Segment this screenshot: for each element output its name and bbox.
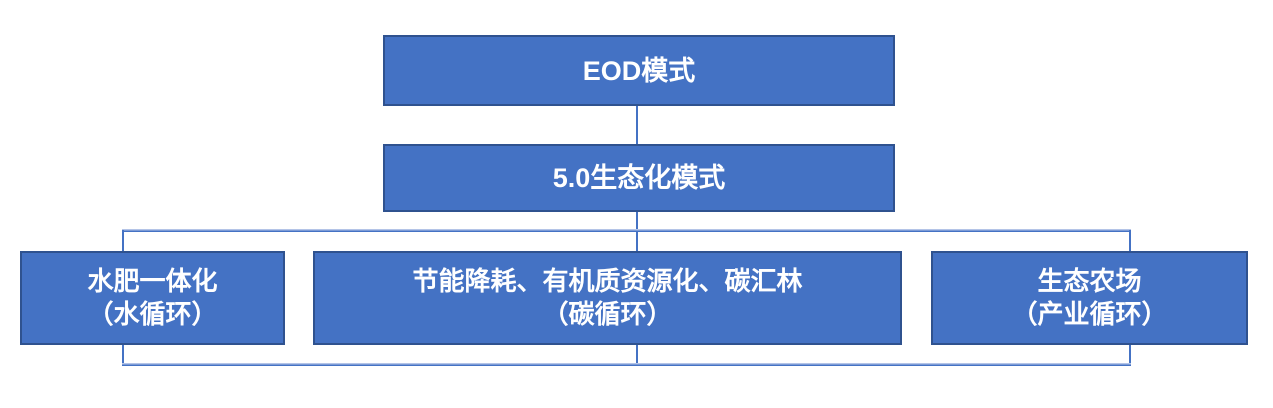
node-carbon-title: 节能降耗、有机质资源化、碳汇林 xyxy=(412,266,803,296)
connector-carbon-to-bottom-rail xyxy=(636,344,638,365)
connector-drop-to-farm xyxy=(1129,230,1131,252)
connector-bottom-rail xyxy=(122,363,1131,366)
node-eod-model-label: EOD模式 xyxy=(582,55,696,86)
node-eco-5-0-mode: 5.0生态化模式 xyxy=(383,144,895,212)
node-water-title: 水肥一体化 xyxy=(87,266,218,296)
node-farm-subtitle: （产业循环） xyxy=(1011,299,1168,329)
connector-eod-to-eco50 xyxy=(636,106,638,146)
connector-top-rail xyxy=(122,229,1131,232)
connector-drop-to-water xyxy=(122,230,124,252)
node-farm-title: 生态农场 xyxy=(1037,266,1142,296)
node-carbon-cycle: 节能降耗、有机质资源化、碳汇林 （碳循环） xyxy=(313,251,902,345)
node-eco-5-0-mode-label: 5.0生态化模式 xyxy=(552,163,726,193)
node-eco-farm: 生态农场 （产业循环） xyxy=(931,251,1248,345)
node-water-subtitle: （水循环） xyxy=(87,299,218,329)
node-water-fertilizer-integration: 水肥一体化 （水循环） xyxy=(20,251,285,345)
node-carbon-subtitle: （碳循环） xyxy=(542,299,673,329)
connector-farm-to-bottom-rail xyxy=(1129,344,1131,365)
node-eod-model: EOD模式 xyxy=(383,35,895,106)
connector-water-to-bottom-rail xyxy=(122,344,124,365)
